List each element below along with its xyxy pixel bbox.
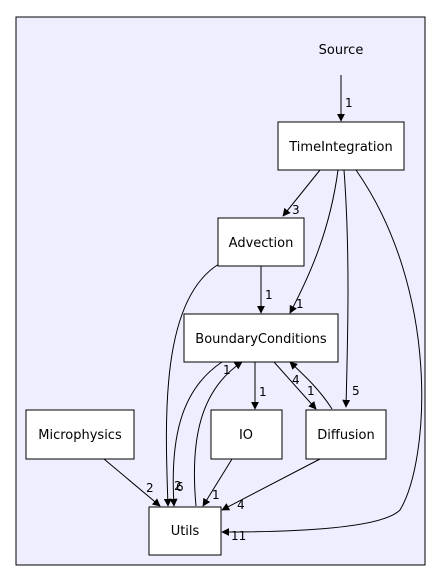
node-timeintegration-label: TimeIntegration (288, 140, 392, 155)
edge-label-utils-boundaryconditions: 1 (223, 363, 231, 377)
edge-timeintegration-diffusion (342, 169, 351, 408)
edge-boundaryconditions-utils (169, 361, 223, 507)
edge-io-utils (202, 458, 233, 507)
edge-label-timeintegration-diffusion: 5 (352, 384, 360, 398)
node-diffusion[interactable]: Diffusion (305, 409, 387, 460)
edge-diffusion-boundaryconditions (289, 361, 333, 410)
edge-label-advection-utils: 2 (174, 479, 182, 493)
node-io-label: IO (239, 428, 253, 443)
edge-advection-utils (163, 263, 220, 507)
edge-label-boundaryconditions-io: 1 (259, 385, 267, 399)
edge-timeintegration-advection (282, 169, 321, 217)
edge-boundaryconditions-diffusion (273, 361, 317, 410)
edge-label-timeintegration-boundaryconditions: 1 (296, 297, 304, 311)
node-io[interactable]: IO (210, 409, 283, 460)
node-utils[interactable]: Utils (148, 506, 222, 556)
edge-timeintegration-boundaryconditions (289, 169, 339, 314)
edge-label-boundaryconditions-diffusion: 4 (292, 373, 300, 387)
node-boundaryconditions-label: BoundaryConditions (195, 332, 327, 347)
edges: 1 3 1 5 11 1 2 1 4 1 6 1 (103, 75, 423, 543)
node-advection[interactable]: Advection (217, 217, 305, 267)
edge-utils-boundaryconditions (193, 361, 243, 507)
edge-label-source-timeintegration: 1 (345, 96, 353, 110)
node-microphysics-label: Microphysics (38, 428, 122, 443)
source-cluster (15, 16, 426, 566)
node-timeintegration[interactable]: TimeIntegration (277, 121, 405, 171)
node-boundaryconditions[interactable]: BoundaryConditions (183, 313, 339, 363)
edge-label-advection-boundaryconditions: 1 (265, 288, 273, 302)
edge-label-boundaryconditions-utils: 6 (176, 480, 184, 494)
edge-label-timeintegration-advection: 3 (292, 203, 300, 217)
node-microphysics[interactable]: Microphysics (25, 409, 135, 460)
node-utils-label: Utils (171, 524, 200, 539)
source-cluster-label: Source (319, 43, 364, 58)
edge-timeintegration-utils (221, 169, 423, 536)
edge-label-io-utils: 1 (212, 488, 220, 502)
edge-label-diffusion-boundaryconditions: 1 (307, 384, 315, 398)
edge-label-diffusion-utils: 4 (237, 498, 245, 512)
edge-label-microphysics-utils: 2 (146, 481, 154, 495)
node-advection-label: Advection (229, 236, 294, 251)
node-diffusion-label: Diffusion (317, 428, 374, 443)
edge-diffusion-utils (221, 458, 321, 511)
edge-label-timeintegration-utils: 11 (231, 529, 246, 543)
edge-microphysics-utils (103, 458, 161, 507)
